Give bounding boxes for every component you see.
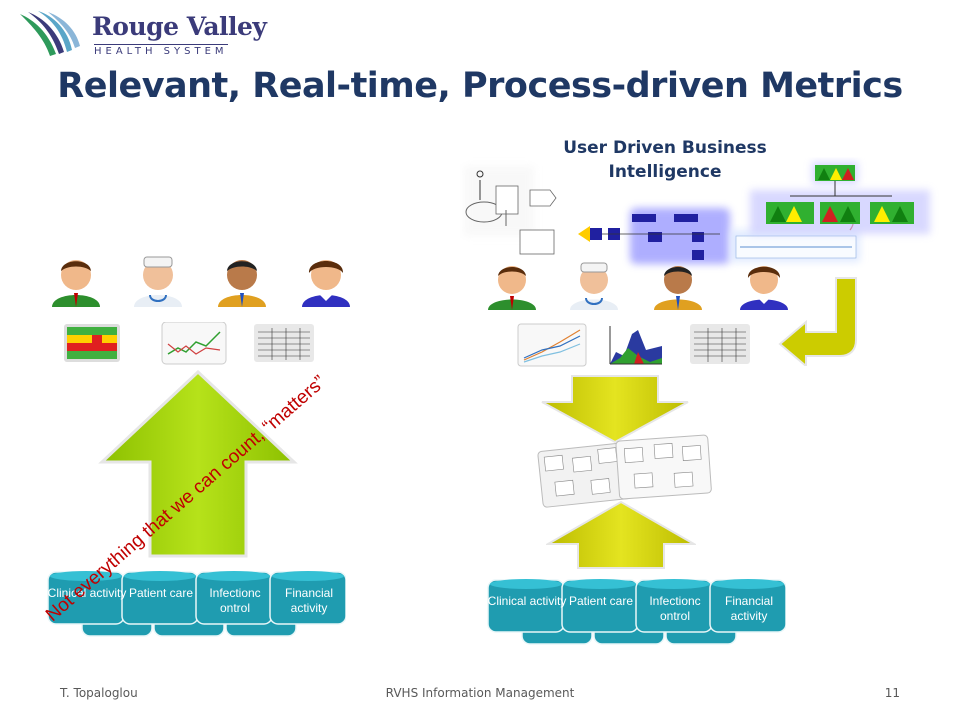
right-people-row (488, 262, 788, 310)
data-source-label: Infectionc ontrol (209, 586, 261, 615)
cylinder-stack-graphic (487, 579, 786, 645)
person-icon (218, 260, 266, 307)
line-chart-report-icon (517, 323, 587, 367)
data-model-graphic (537, 434, 712, 508)
data-source-patient-care: Patient care (120, 572, 202, 628)
right-data-sources: Clinical activity Patient care Infection… (486, 574, 786, 654)
person-icon (52, 260, 100, 307)
logo-subtitle: HEALTH SYSTEM (94, 44, 228, 57)
yellow-down-arrow (541, 375, 689, 444)
data-source-label: Patient care (128, 586, 194, 600)
data-source-label: Infectionc ontrol (649, 594, 701, 623)
left-reports-row (64, 322, 314, 365)
data-source-financial: Financial activity (708, 580, 790, 636)
person-icon (488, 266, 536, 310)
yellow-up-arrow (546, 500, 696, 569)
cylinder-stack-graphic (47, 571, 346, 637)
data-source-label: Financial activity (284, 586, 334, 615)
logo-name: Rouge Valley (92, 12, 267, 41)
data-source-label: Patient care (568, 594, 634, 608)
data-source-clinical: Clinical activity (486, 580, 568, 636)
footer-center: RVHS Information Management (385, 686, 575, 700)
person-icon (740, 266, 788, 310)
bi-title: User Driven Business Intelligence (563, 138, 767, 182)
area-chart-report-icon (608, 324, 664, 366)
heatmap-report-icon (64, 324, 120, 362)
data-source-patient-care: Patient care (560, 580, 642, 636)
footer-author: T. Topaloglou (60, 686, 138, 700)
data-source-infection-control: Infectionc ontrol (634, 580, 716, 636)
curved-yellow-arrow (778, 277, 857, 366)
left-data-sources: Clinical activity Patient care Infection… (46, 566, 346, 646)
right-reports-row (517, 323, 750, 367)
data-source-label: Financial activity (724, 594, 774, 623)
data-source-financial: Financial activity (268, 572, 350, 628)
data-source-clinical: Clinical activity (46, 572, 128, 628)
nurse-icon (134, 256, 182, 307)
data-source-label: Clinical activity (47, 586, 127, 600)
nurse-icon (570, 262, 618, 310)
person-icon (302, 260, 350, 307)
logo-wing-icon (20, 11, 80, 56)
rouge-valley-logo: Rouge Valley HEALTH SYSTEM (14, 10, 267, 60)
table-report-icon (254, 324, 314, 362)
person-icon (654, 266, 702, 310)
data-source-label: Clinical activity (487, 594, 567, 608)
footer-page-number: 11 (884, 686, 900, 700)
slide-title: Relevant, Real-time, Process-driven Metr… (57, 66, 903, 106)
data-source-infection-control: Infectionc ontrol (194, 572, 276, 628)
green-up-arrow (98, 370, 298, 558)
process-diagram (464, 162, 930, 264)
line-chart-report-icon (161, 322, 227, 365)
left-people-row (52, 256, 350, 307)
table-report-icon (690, 324, 750, 364)
